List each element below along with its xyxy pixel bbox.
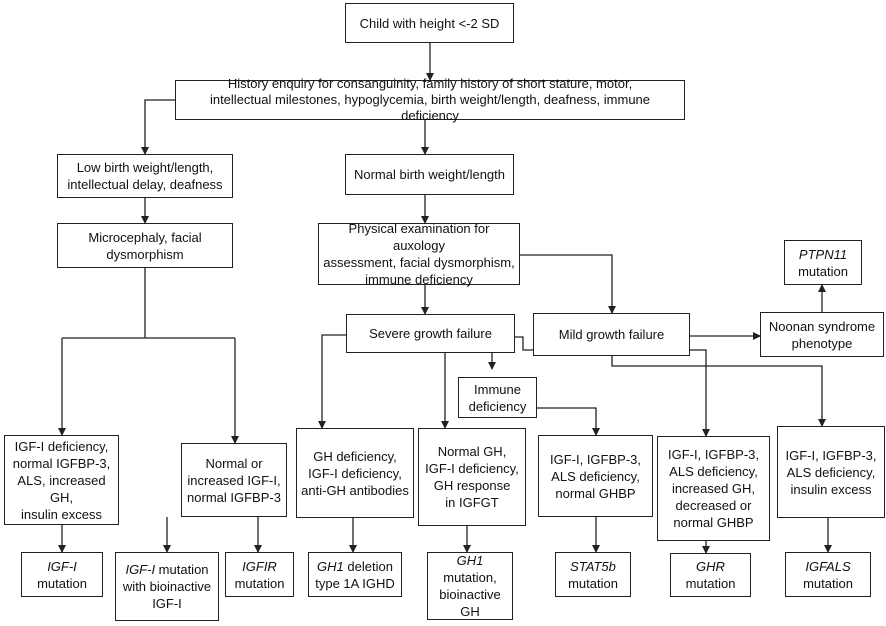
gh-deficiency-box: GH deficiency, IGF-I deficiency, anti-GH… bbox=[296, 428, 414, 518]
ptpn11-suffix: mutation bbox=[798, 263, 848, 279]
immune-box: Immune deficiency bbox=[458, 377, 537, 418]
severe-growth-text: Severe growth failure bbox=[369, 326, 492, 341]
arrow-severe-to-gh-def bbox=[318, 334, 346, 429]
line-microcephaly-branch bbox=[62, 268, 235, 339]
noonan-text: Noonan syndrome phenotype bbox=[768, 318, 876, 351]
igfals-phenotype-text: IGF-I, IGFBP-3, ALS deficiency, insulin … bbox=[785, 447, 877, 497]
stat5b-suffix: mutation bbox=[568, 575, 618, 591]
normal-gh-box: Normal GH, IGF-I deficiency, GH response… bbox=[418, 428, 526, 526]
ghr-suffix: mutation bbox=[685, 576, 736, 591]
bioinactive-suffix: mutation with bioinactive IGF-I bbox=[122, 562, 212, 611]
microcephaly-box: Microcephaly, facial dysmorphism bbox=[57, 223, 233, 268]
igfir-suffix: mutation bbox=[234, 575, 285, 591]
bioinactive-igf1-box: IGF-I mutation with bioinactive IGF-I bbox=[115, 552, 219, 621]
gh1-deletion-box: GH1 deletion type 1A IGHD bbox=[308, 552, 402, 597]
normal-igf-text: Normal or increased IGF-I, normal IGFBP-… bbox=[187, 455, 281, 505]
immune-text: Immune deficiency bbox=[468, 381, 527, 414]
ghr-phenotype-text: IGF-I, IGFBP-3, ALS deficiency, increase… bbox=[667, 447, 759, 530]
history-box: History enquiry for consanguinity, famil… bbox=[175, 76, 685, 123]
physical-exam-text: Physical examination for auxology assess… bbox=[323, 221, 515, 287]
root-text: Child with height <-2 SD bbox=[359, 15, 500, 31]
mild-growth-box: Mild growth failure bbox=[533, 313, 690, 356]
igf1-deficiency-text: IGF-I deficiency, normal IGFBP-3, ALS, i… bbox=[12, 438, 111, 522]
stat5b-gene: STAT5b bbox=[570, 558, 616, 574]
igfals-gene: IGFALS bbox=[805, 558, 851, 574]
normal-gh-text: Normal GH, IGF-I deficiency, GH response… bbox=[425, 444, 519, 510]
gh1-deletion-suffix: deletion type 1A IGHD bbox=[315, 558, 395, 591]
history-text: History enquiry for consanguinity, famil… bbox=[209, 76, 651, 123]
normal-birth-text: Normal birth weight/length bbox=[353, 167, 506, 182]
gh1-deletion-gene: GH1 bbox=[317, 558, 344, 574]
normal-igf-box: Normal or increased IGF-I, normal IGFBP-… bbox=[181, 443, 287, 517]
bioinactive-gene: IGF-I bbox=[125, 562, 156, 577]
stat5b-phenotype-box: IGF-I, IGFBP-3, ALS deficiency, normal G… bbox=[538, 435, 653, 517]
igfals-suffix: mutation bbox=[803, 575, 853, 591]
microcephaly-text: Microcephaly, facial dysmorphism bbox=[88, 229, 202, 262]
igf1-deficiency-box: IGF-I deficiency, normal IGFBP-3, ALS, i… bbox=[4, 435, 119, 525]
gh1-mutation-suffix: mutation, bioinactive GH bbox=[439, 570, 501, 619]
low-birth-box: Low birth weight/length, intellectual de… bbox=[57, 154, 233, 198]
igfir-gene: IGFIR bbox=[242, 558, 277, 574]
arrow-history-to-low-birth bbox=[141, 99, 175, 155]
mild-growth-text: Mild growth failure bbox=[558, 327, 665, 342]
ptpn11-gene: PTPN11 bbox=[798, 246, 848, 262]
stat5b-phenotype-text: IGF-I, IGFBP-3, ALS deficiency, normal G… bbox=[549, 451, 641, 501]
low-birth-text: Low birth weight/length, intellectual de… bbox=[67, 160, 223, 192]
root-box: Child with height <-2 SD bbox=[345, 3, 514, 43]
igfals-phenotype-box: IGF-I, IGFBP-3, ALS deficiency, insulin … bbox=[777, 426, 885, 518]
ghr-mutation-box: GHR mutation bbox=[670, 553, 751, 597]
arrow-immune-to-stat5b-pheno bbox=[537, 407, 600, 436]
gh1-mutation-box: GH1 mutation, bioinactive GH bbox=[427, 552, 513, 620]
arrow-mild-to-igfals-pheno bbox=[611, 356, 826, 427]
igf1-mutation-gene: IGF-I bbox=[47, 558, 77, 574]
gh-deficiency-text: GH deficiency, IGF-I deficiency, anti-GH… bbox=[301, 448, 409, 498]
arrow-exam-to-mild bbox=[520, 254, 616, 314]
physical-exam-box: Physical examination for auxology assess… bbox=[318, 221, 520, 287]
noonan-box: Noonan syndrome phenotype bbox=[760, 312, 884, 357]
normal-birth-box: Normal birth weight/length bbox=[345, 154, 514, 195]
ghr-phenotype-box: IGF-I, IGFBP-3, ALS deficiency, increase… bbox=[657, 436, 770, 541]
severe-growth-box: Severe growth failure bbox=[346, 314, 515, 353]
gh1-mutation-gene: GH1 bbox=[456, 553, 484, 568]
igf1-mutation-suffix: mutation bbox=[37, 575, 87, 591]
ghr-gene: GHR bbox=[696, 559, 725, 574]
arrow-severe-to-ghr-pheno bbox=[515, 336, 710, 437]
